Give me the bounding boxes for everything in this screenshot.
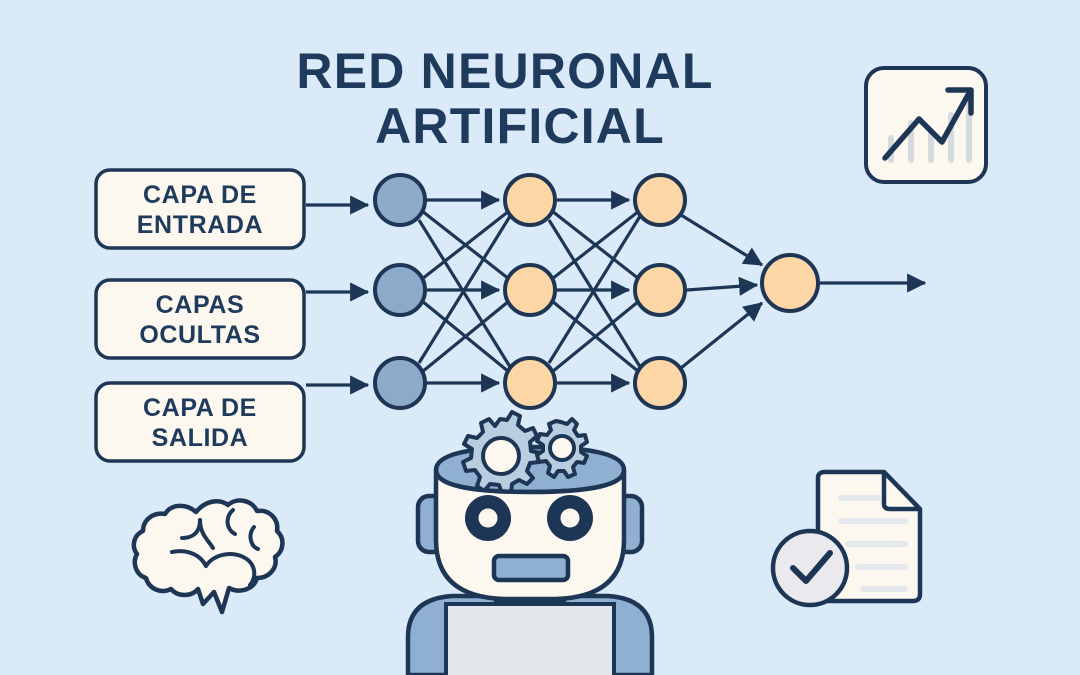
title-line-2: ARTIFICIAL [375, 98, 665, 154]
hidden1-node-1[interactable] [503, 173, 557, 227]
input-node-2[interactable] [373, 263, 427, 317]
page-title: RED NEURONAL ARTIFICIAL [296, 43, 713, 154]
hidden-layer-1-nodes [503, 173, 557, 410]
chart-bars [888, 100, 972, 163]
robot-eyes [465, 495, 593, 541]
chart-arrow-head [945, 87, 974, 116]
robot-pupil-left [478, 508, 498, 528]
gear-small-icon [535, 417, 589, 479]
label-box-frame [94, 278, 306, 360]
label-line-2: SALIDA [152, 424, 249, 452]
connections-hidden1-hidden2 [547, 209, 644, 374]
robot-chest-panel [444, 602, 616, 675]
document-check-icon[interactable] [770, 469, 923, 608]
hidden-layer-2-nodes [633, 173, 687, 410]
label-to-input-arrows [306, 195, 370, 395]
hidden2-node-2[interactable] [633, 263, 687, 317]
input-node-1[interactable] [373, 173, 427, 227]
robot-icon[interactable] [405, 410, 655, 675]
brain-outline [131, 498, 285, 615]
connections-input-hidden1 [417, 209, 514, 374]
checkmark-icon [790, 550, 833, 584]
label-line-1: CAPA DE [143, 394, 257, 422]
robot-gears [461, 410, 589, 496]
layer-label-box-ocultas[interactable]: CAPAS OCULTAS [94, 278, 306, 360]
label-line-2: OCULTAS [139, 321, 260, 349]
hidden2-node-3[interactable] [633, 356, 687, 410]
brain-fold-6 [204, 552, 257, 587]
check-badge-circle [770, 528, 850, 608]
input-layer-nodes [373, 173, 427, 410]
output-node[interactable] [760, 253, 820, 313]
document-text-lines [838, 495, 908, 592]
title-line-1: RED NEURONAL [296, 43, 713, 99]
hidden1-node-3[interactable] [503, 356, 557, 410]
brain-fold-3 [225, 508, 237, 536]
label-box-frame [94, 381, 306, 463]
brain-fold-2 [198, 518, 215, 550]
hidden2-node-1[interactable] [633, 173, 687, 227]
label-line-1: CAPAS [156, 291, 245, 319]
layer-label-box-entrada[interactable]: CAPA DE ENTRADA [94, 168, 306, 250]
layer-forward-arrows [427, 190, 927, 393]
robot-pupil-right [560, 508, 580, 528]
brain-icon[interactable] [131, 498, 285, 615]
layer-label-box-salida[interactable]: CAPA DE SALIDA [94, 381, 306, 463]
brain-fold-4 [248, 525, 260, 551]
gear-large-icon [461, 410, 542, 496]
label-line-2: ENTRADA [137, 211, 263, 239]
robot-mouth [491, 553, 571, 583]
label-box-frame [94, 168, 306, 250]
hidden1-node-2[interactable] [503, 263, 557, 317]
document-fold-corner [881, 472, 920, 512]
brain-fold-5 [170, 549, 208, 568]
input-node-3[interactable] [373, 356, 427, 410]
chart-trend-line [882, 92, 971, 161]
label-line-1: CAPA DE [143, 181, 257, 209]
trending-chart-icon[interactable] [864, 66, 988, 184]
